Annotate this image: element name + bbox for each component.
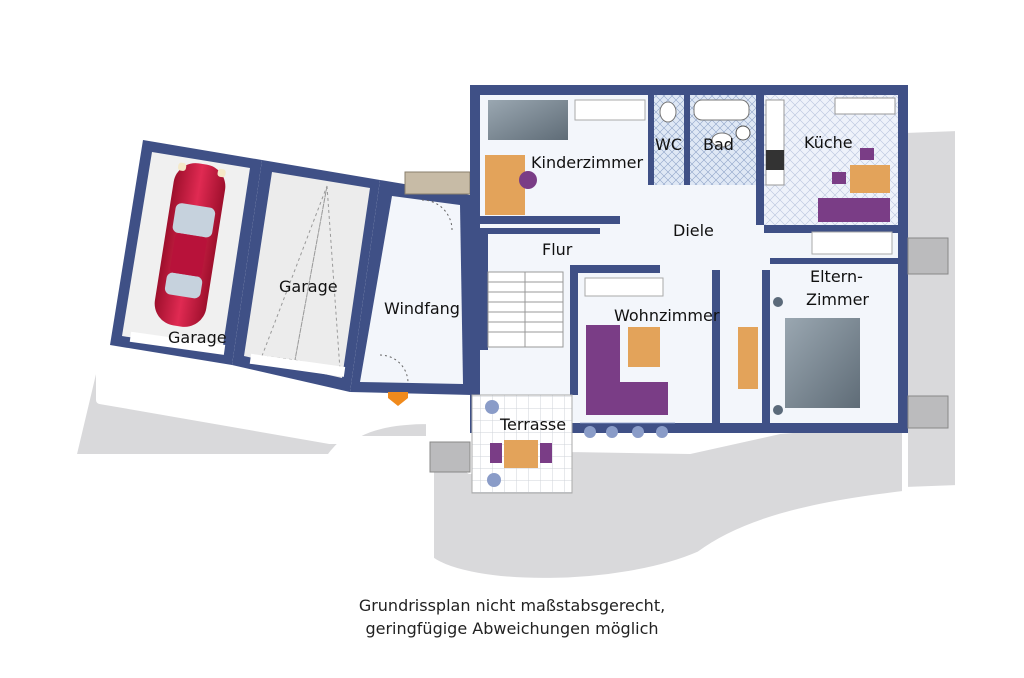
room-labels: Garage Garage Windfang Kinderzimmer WC B… [168, 133, 869, 434]
entrance-arrow-icon [388, 392, 408, 406]
windfang-room [350, 171, 472, 406]
kitchen-furniture [765, 97, 896, 222]
label-kueche: Küche [804, 133, 853, 152]
label-terrasse: Terrasse [499, 415, 566, 434]
label-eltern-line1: Eltern- [810, 267, 863, 286]
label-wc: WC [655, 135, 682, 154]
car-icon [154, 162, 226, 327]
label-bad: Bad [703, 135, 734, 154]
garage-left [110, 140, 262, 365]
outdoor-stairs [429, 237, 949, 473]
label-kinderzimmer: Kinderzimmer [531, 153, 644, 172]
wohnzimmer-furniture [584, 277, 758, 415]
label-wohnzimmer: Wohnzimmer [614, 306, 720, 325]
label-garage-left: Garage [168, 328, 227, 347]
label-diele: Diele [673, 221, 714, 240]
eltern-furniture [773, 231, 893, 415]
bathroom-fixtures [659, 99, 751, 148]
label-eltern-line2: Zimmer [806, 290, 869, 309]
garage-right [129, 160, 380, 392]
kinderzimmer-furniture [485, 99, 646, 215]
label-windfang: Windfang [384, 299, 460, 318]
label-garage-right: Garage [279, 277, 338, 296]
label-flur: Flur [542, 240, 573, 259]
caption-line-1: Grundrissplan nicht maßstabsgerecht, [358, 596, 666, 615]
caption-line-2: geringfügige Abweichungen möglich [365, 619, 659, 638]
stairs [487, 271, 564, 348]
terrasse-area [471, 394, 675, 494]
